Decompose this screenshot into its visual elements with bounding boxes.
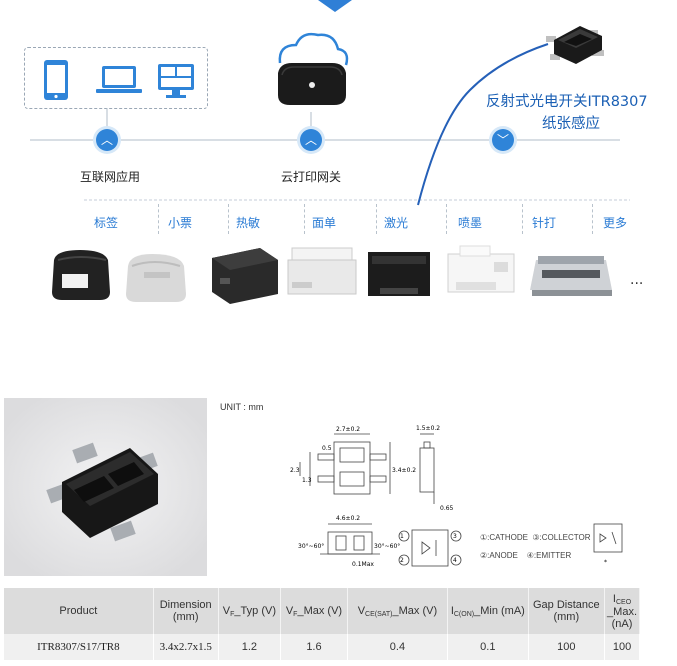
dim-length: 4.6±0.2 bbox=[336, 515, 360, 522]
category-dot-matrix: 针打 bbox=[532, 216, 557, 230]
cloud-router-icon bbox=[278, 32, 349, 105]
col-vf-typ: VF_Typ (V) bbox=[218, 588, 282, 634]
pin-2-num: 2 bbox=[400, 557, 404, 564]
category-more: 更多 bbox=[603, 216, 628, 230]
pin-3-num: 3 bbox=[453, 533, 457, 540]
label-internet-apps: 互联网应用 bbox=[80, 170, 141, 184]
pin-4-num: 4 bbox=[453, 557, 457, 564]
category-thermal: 热敏 bbox=[236, 216, 261, 230]
col-dimension: Dimension(mm) bbox=[153, 588, 219, 634]
col-ic-on: IC(ON)_Min (mA) bbox=[447, 588, 529, 634]
col-vce-sat: VCE(SAT)_Max (V) bbox=[347, 588, 449, 634]
phone-icon bbox=[44, 60, 68, 100]
down-arrow-icon bbox=[318, 0, 352, 12]
sensor-chip-image bbox=[546, 26, 604, 64]
product-photo bbox=[4, 398, 207, 576]
thermal-printer-image bbox=[212, 248, 278, 304]
hub-cloud-icon: ︿ bbox=[300, 129, 322, 151]
connection-lines bbox=[30, 43, 630, 206]
dim-lead: 0.65 bbox=[440, 505, 454, 512]
cell-vce-sat: 0.4 bbox=[347, 634, 449, 660]
sensor-title: 反射式光电开关ITR8307 bbox=[486, 94, 648, 110]
laptop-icon bbox=[96, 66, 142, 93]
sensor-subtitle: 纸张感应 bbox=[542, 116, 600, 132]
cell-product: ITR8307/S17/TR8 bbox=[4, 634, 154, 660]
category-inkjet: 喷墨 bbox=[458, 216, 483, 230]
category-waybill: 面单 bbox=[312, 216, 337, 230]
dim-pitch: 0.5 bbox=[322, 445, 332, 452]
table-row: ITR8307/S17/TR8 3.4x2.7x1.5 1.2 1.6 0.4 … bbox=[4, 634, 640, 660]
col-vf-max: VF_Max (V) bbox=[280, 588, 348, 634]
divider bbox=[446, 204, 447, 234]
dim-angle-right: 30°~60° bbox=[374, 543, 400, 550]
dimension-drawing: 2.7±0.2 0.5 2.3 1.3 3.4±0.2 1.5±0.2 0.65… bbox=[290, 425, 623, 568]
col-product: Product bbox=[4, 588, 154, 634]
waybill-printer-image bbox=[287, 247, 357, 295]
category-laser: 激光 bbox=[384, 216, 409, 230]
inkjet-printer-image bbox=[447, 245, 515, 293]
divider bbox=[228, 204, 229, 234]
divider bbox=[158, 204, 159, 234]
pin-legend-row: ①:CATHODE ③:COLLECTOR bbox=[480, 533, 591, 542]
pin-1-label: CATHODE bbox=[489, 533, 528, 542]
dim-angle-left: 30°~60° bbox=[298, 543, 324, 550]
pin-legend: ①:CATHODE ③:COLLECTOR ②:ANODE ④:EMITTER bbox=[480, 529, 591, 565]
label-printer-image bbox=[52, 250, 110, 300]
divider bbox=[376, 204, 377, 234]
pin-2-label: ANODE bbox=[489, 551, 518, 560]
cell-iceo: 100 bbox=[604, 634, 640, 660]
cell-vf-max: 1.6 bbox=[280, 634, 348, 660]
cell-gap-distance: 100 bbox=[528, 634, 606, 660]
sensor-photo-image bbox=[4, 398, 207, 576]
divider bbox=[592, 204, 593, 234]
category-receipt: 小票 bbox=[168, 216, 193, 230]
unit-label: UNIT : mm bbox=[220, 402, 264, 412]
printer-images: ... bbox=[52, 245, 643, 304]
hub-internet-icon: ︿ bbox=[96, 129, 118, 151]
device-group-box bbox=[24, 47, 208, 109]
col-iceo: ICEO _Max. (nA) bbox=[604, 588, 640, 634]
table-header-row: Product Dimension(mm) VF_Typ (V) VF_Max … bbox=[4, 588, 640, 634]
category-label: 标签 bbox=[94, 216, 119, 230]
cell-ic-on: 0.1 bbox=[447, 634, 529, 660]
label-cloud-gateway: 云打印网关 bbox=[281, 170, 342, 184]
monitor-icon bbox=[158, 64, 194, 98]
dim-side-width: 1.5±0.2 bbox=[416, 425, 440, 432]
pin-4-label: EMITTER bbox=[536, 551, 572, 560]
col-gap-distance: Gap Distance(mm) bbox=[528, 588, 606, 634]
pin-1-num: 1 bbox=[400, 533, 404, 540]
pin-legend-row: ②:ANODE ④:EMITTER bbox=[480, 551, 572, 560]
dim-height: 3.4±0.2 bbox=[392, 467, 416, 474]
pin-3-label: COLLECTOR bbox=[541, 533, 591, 542]
cell-dimension: 3.4x2.7x1.5 bbox=[153, 634, 219, 660]
laser-printer-image bbox=[368, 252, 430, 296]
spec-table: Product Dimension(mm) VF_Typ (V) VF_Max … bbox=[4, 588, 640, 660]
symbol-star: * bbox=[604, 559, 607, 566]
dim-lead-bottom: 0.1Max bbox=[352, 561, 374, 568]
dot-matrix-printer-image bbox=[530, 256, 612, 296]
divider bbox=[522, 204, 523, 234]
dim-h-left2: 1.3 bbox=[302, 477, 312, 484]
dim-h-left: 2.3 bbox=[290, 467, 300, 474]
cell-vf-typ: 1.2 bbox=[218, 634, 282, 660]
divider bbox=[304, 204, 305, 234]
chevron-down-icon: ﹀ bbox=[492, 129, 514, 151]
device-icons bbox=[44, 60, 194, 100]
dim-width-top: 2.7±0.2 bbox=[336, 426, 360, 433]
receipt-printer-image bbox=[126, 254, 186, 302]
more-ellipsis: ... bbox=[630, 272, 643, 288]
